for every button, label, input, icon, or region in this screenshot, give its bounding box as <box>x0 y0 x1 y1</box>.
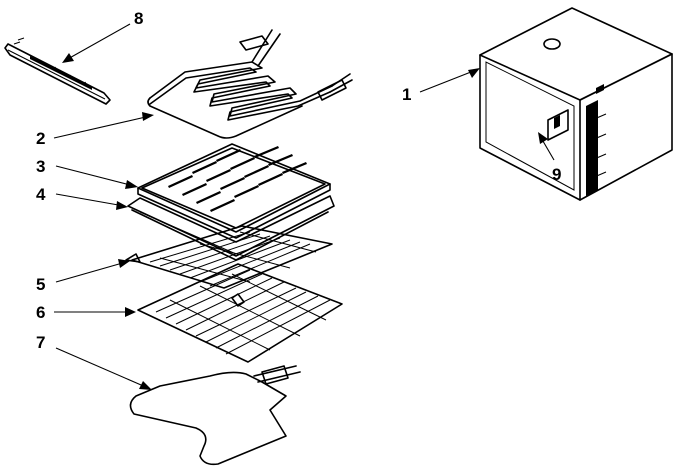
arrowhead-4 <box>116 201 128 210</box>
leader-8 <box>65 23 131 61</box>
arrowhead-1 <box>468 68 480 78</box>
part-5-oven-rack <box>125 225 333 289</box>
callout-7: 7 <box>36 333 45 352</box>
part-2-broil-element <box>147 29 353 139</box>
callout-9: 9 <box>552 165 561 184</box>
leader-7 <box>55 347 149 389</box>
part-6-oven-rack <box>137 263 343 363</box>
leader-2 <box>53 115 151 139</box>
arrowhead-6 <box>125 307 136 317</box>
callout-5: 5 <box>36 275 45 294</box>
callout-labels: 1 2 3 4 5 6 7 8 9 <box>36 9 561 352</box>
callout-3: 3 <box>36 157 45 176</box>
arrowhead-8 <box>62 53 74 63</box>
callout-8: 8 <box>134 9 143 28</box>
part-3-broiler-grid <box>137 143 331 239</box>
leader-3 <box>55 165 135 187</box>
part-7-bake-element <box>129 365 301 466</box>
callout-1: 1 <box>402 85 411 104</box>
arrowhead-7 <box>139 381 152 390</box>
part-8-bracket <box>4 37 111 105</box>
arrowhead-2 <box>142 112 154 121</box>
part-1-oven-cavity <box>479 7 673 201</box>
leader-5 <box>55 261 127 283</box>
leader-1 <box>419 69 477 93</box>
part-4-broiler-pan <box>127 195 335 261</box>
arrowhead-9 <box>538 132 548 144</box>
arrowhead-3 <box>125 180 138 189</box>
callout-4: 4 <box>36 185 46 204</box>
arrowhead-5 <box>118 259 130 268</box>
callout-6: 6 <box>36 303 45 322</box>
leader-4 <box>55 193 125 207</box>
callout-2: 2 <box>36 129 45 148</box>
leader-lines <box>53 23 555 390</box>
